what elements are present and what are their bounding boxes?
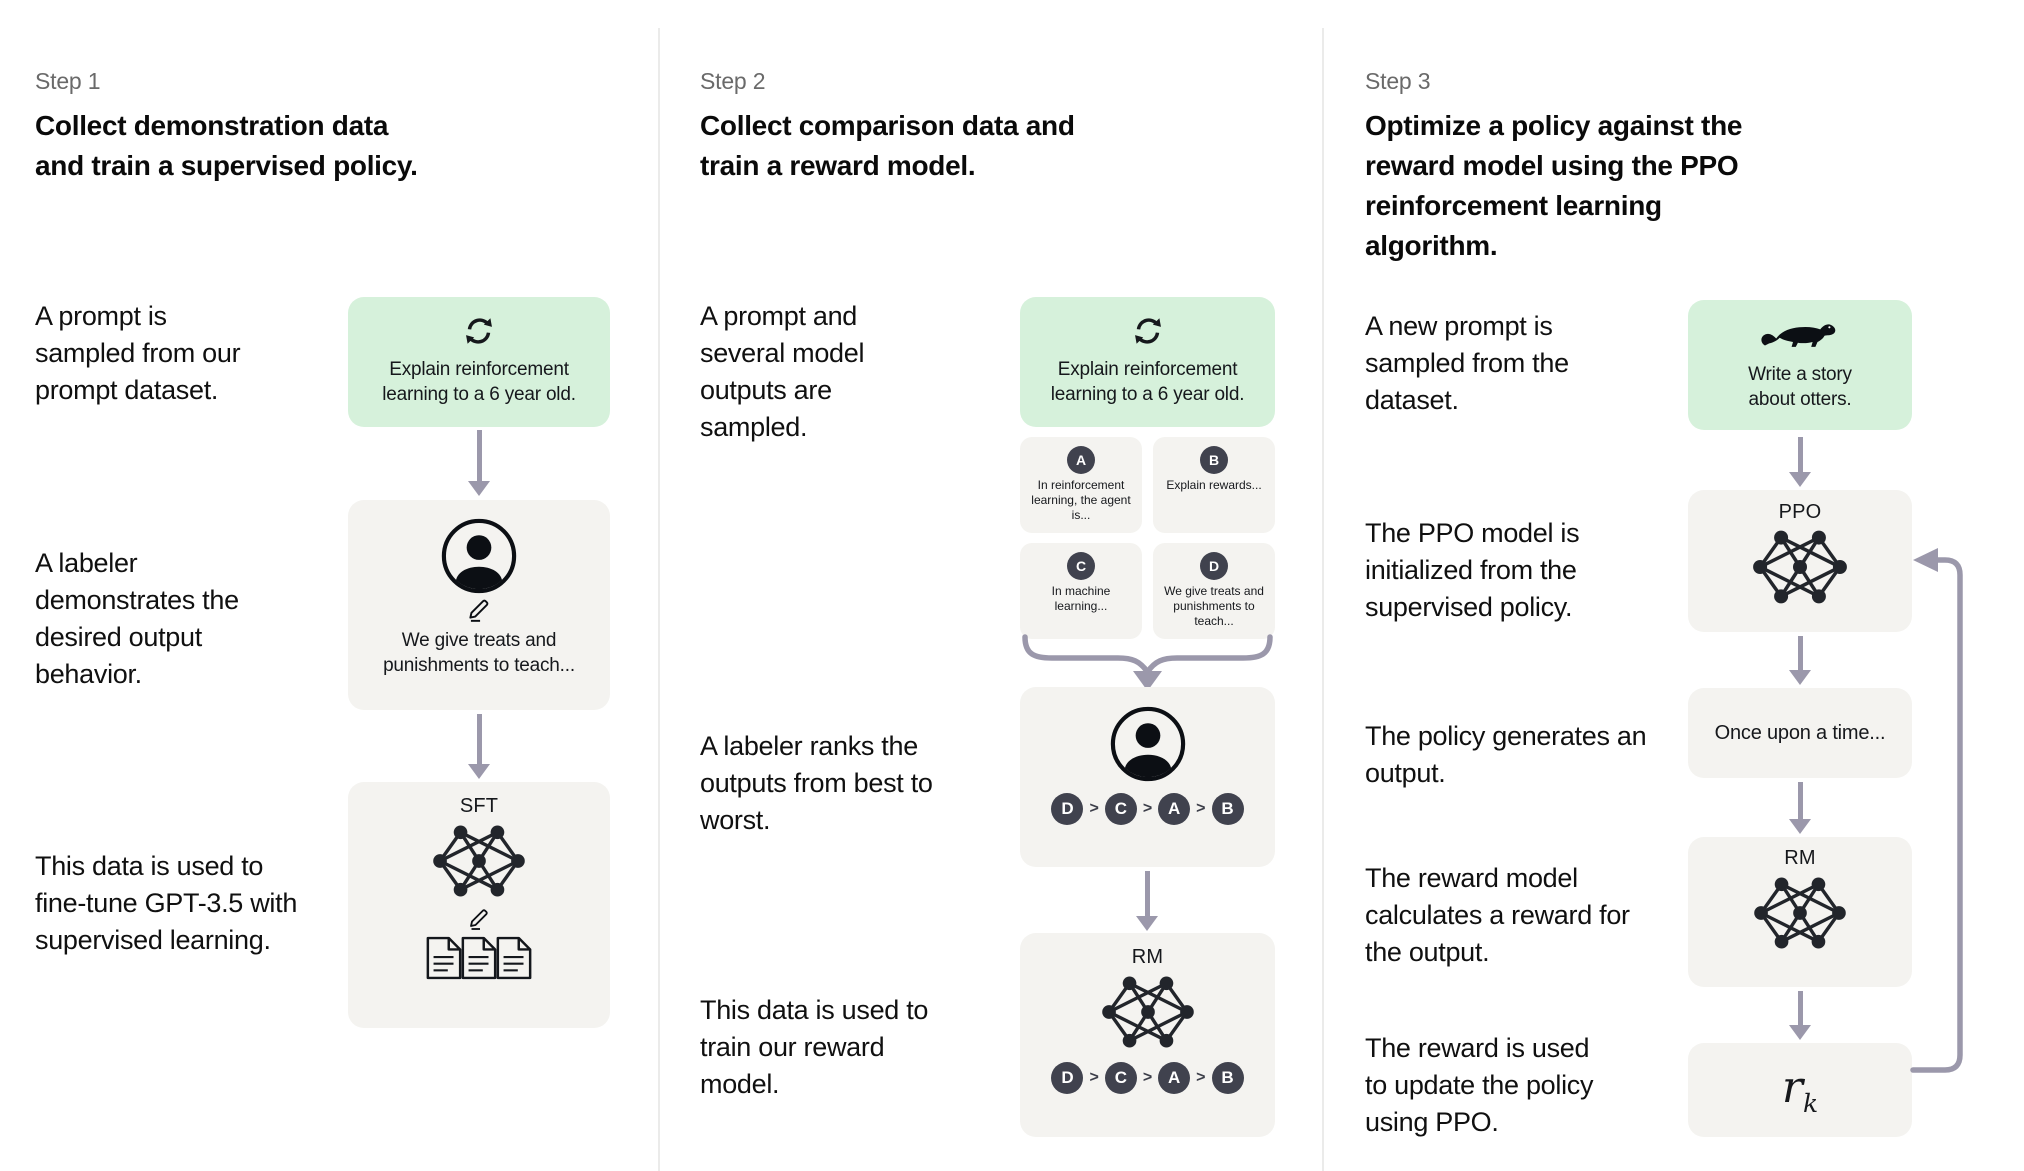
arrow-down-icon — [467, 714, 491, 779]
bracket-arrow-icon — [1022, 634, 1273, 691]
step3-output-text: Once upon a time... — [1714, 721, 1886, 744]
arrow-down-icon — [1788, 991, 1812, 1040]
rank-badge: A — [1158, 1062, 1191, 1094]
rank-badge: D — [1051, 793, 1084, 825]
sft-label: SFT — [459, 795, 499, 817]
reward-symbol: r — [1781, 1062, 1803, 1114]
step1-labeler-text: We give treats and punishments to teach.… — [383, 630, 575, 676]
step2-caption-prompt: A prompt and several model outputs are s… — [700, 301, 865, 442]
ranking-row: D > C > A > B — [1051, 793, 1244, 825]
rank-badge: C — [1104, 1062, 1137, 1094]
step3-prompt-box: Write a story about otters. — [1688, 300, 1912, 430]
rank-separator: > — [1089, 800, 1099, 817]
step1-caption-prompt: A prompt is sampled from our prompt data… — [35, 301, 241, 405]
output-text-b: Explain rewards... — [1166, 478, 1262, 492]
step3-rm-box: RM — [1688, 837, 1912, 987]
pencil-icon — [469, 599, 489, 622]
step1-label: Step 1 — [35, 68, 101, 94]
step2-caption-train: This data is used to train our reward mo… — [700, 995, 929, 1099]
step3-label: Step 3 — [1365, 68, 1431, 94]
step1-caption-finetune: This data is used to fine-tune GPT-3.5 w… — [35, 851, 298, 955]
rm-label: RM — [1784, 847, 1816, 869]
person-icon — [1110, 706, 1185, 782]
neural-network-icon — [1101, 976, 1194, 1048]
documents-icon — [425, 936, 533, 980]
pencil-icon — [470, 909, 488, 930]
neural-network-icon — [1754, 877, 1846, 949]
ranking-row: D > C > A > B — [1051, 1062, 1244, 1094]
rank-separator: > — [1196, 1069, 1206, 1086]
document-icon — [461, 936, 497, 980]
output-text-d: We give treats and punishments to teach.… — [1164, 584, 1264, 628]
rank-badge: B — [1211, 793, 1244, 825]
ppo-label: PPO — [1778, 501, 1822, 523]
rank-badge: B — [1211, 1062, 1244, 1094]
rank-badge: C — [1104, 793, 1137, 825]
step1-title: Collect demonstration data and train a s… — [35, 110, 418, 181]
otter-icon — [1761, 324, 1836, 347]
output-text-a: In reinforcement learning, the agent is.… — [1031, 478, 1131, 522]
person-icon — [441, 518, 517, 594]
step2-title: Collect comparison data and train a rewa… — [700, 110, 1075, 181]
rank-separator: > — [1142, 800, 1153, 817]
rank-badge: A — [1158, 793, 1191, 825]
arrow-down-icon — [1788, 437, 1812, 487]
neural-network-icon — [1753, 530, 1847, 604]
document-icon — [426, 936, 462, 980]
step2-rm-box: RM D > C > A — [1020, 933, 1275, 1137]
step3-caption-reward: The reward model calculates a reward for… — [1365, 863, 1630, 967]
step3-prompt-text: Write a story about otters. — [1748, 364, 1852, 410]
step1-caption-labeler: A labeler demonstrates the desired outpu… — [35, 548, 239, 689]
step3-reward-box: rk — [1688, 1043, 1912, 1137]
step1-prompt-box: Explain reinforcement learning to a 6 ye… — [348, 297, 610, 427]
output-badge-c: C — [1067, 552, 1095, 580]
step2-label: Step 2 — [700, 68, 766, 94]
step3-caption-prompt: A new prompt is sampled from the dataset… — [1365, 311, 1569, 415]
output-box-b: B Explain rewards... — [1153, 437, 1275, 533]
output-text-c: In machine learning... — [1051, 584, 1111, 613]
cycle-arrows-icon — [1134, 318, 1161, 344]
arrow-down-icon — [1135, 871, 1159, 931]
step2-caption-rank: A labeler ranks the outputs from best to… — [700, 731, 933, 835]
step1-sft-box: SFT — [348, 782, 610, 1028]
rm-label: RM — [1131, 946, 1164, 968]
column-divider-1 — [658, 28, 660, 1171]
step2-labeler-box: D > C > A > B — [1020, 687, 1275, 867]
step1-prompt-text: Explain reinforcement learning to a 6 ye… — [382, 359, 576, 405]
reward-formula: rk — [1782, 1062, 1818, 1118]
output-box-d: D We give treats and punishments to teac… — [1153, 543, 1275, 639]
arrow-down-icon — [467, 430, 491, 496]
neural-network-icon — [433, 825, 525, 897]
output-badge-a: A — [1067, 446, 1095, 474]
step3-caption-output: The policy generates an output. — [1365, 721, 1647, 788]
output-badge-d: D — [1200, 552, 1228, 580]
arrow-down-icon — [1788, 782, 1812, 834]
rank-separator: > — [1142, 1069, 1153, 1086]
reward-subscript: k — [1802, 1088, 1819, 1118]
cycle-arrows-icon — [466, 318, 492, 344]
step3-caption-update: The reward is used to update the policy … — [1365, 1033, 1594, 1137]
rank-separator: > — [1196, 800, 1206, 817]
feedback-loop-arrow-icon — [1910, 548, 1963, 1073]
step3-caption-init: The PPO model is initialized from the su… — [1365, 518, 1580, 622]
output-box-c: C In machine learning... — [1020, 543, 1142, 639]
step1-labeler-box: We give treats and punishments to teach.… — [348, 500, 610, 710]
step3-ppo-box: PPO — [1688, 490, 1912, 632]
rank-separator: > — [1089, 1069, 1099, 1086]
document-icon — [496, 936, 532, 980]
column-divider-2 — [1322, 28, 1324, 1171]
step2-prompt-box: Explain reinforcement learning to a 6 ye… — [1020, 297, 1275, 427]
output-badge-b: B — [1200, 446, 1228, 474]
step3-output-box: Once upon a time... — [1688, 688, 1912, 778]
step3-title: Optimize a policy against the reward mod… — [1365, 110, 1743, 261]
arrow-down-icon — [1788, 636, 1812, 685]
rank-badge: D — [1051, 1062, 1084, 1094]
step2-prompt-text: Explain reinforcement learning to a 6 ye… — [1050, 359, 1245, 405]
output-box-a: A In reinforcement learning, the agent i… — [1020, 437, 1142, 533]
